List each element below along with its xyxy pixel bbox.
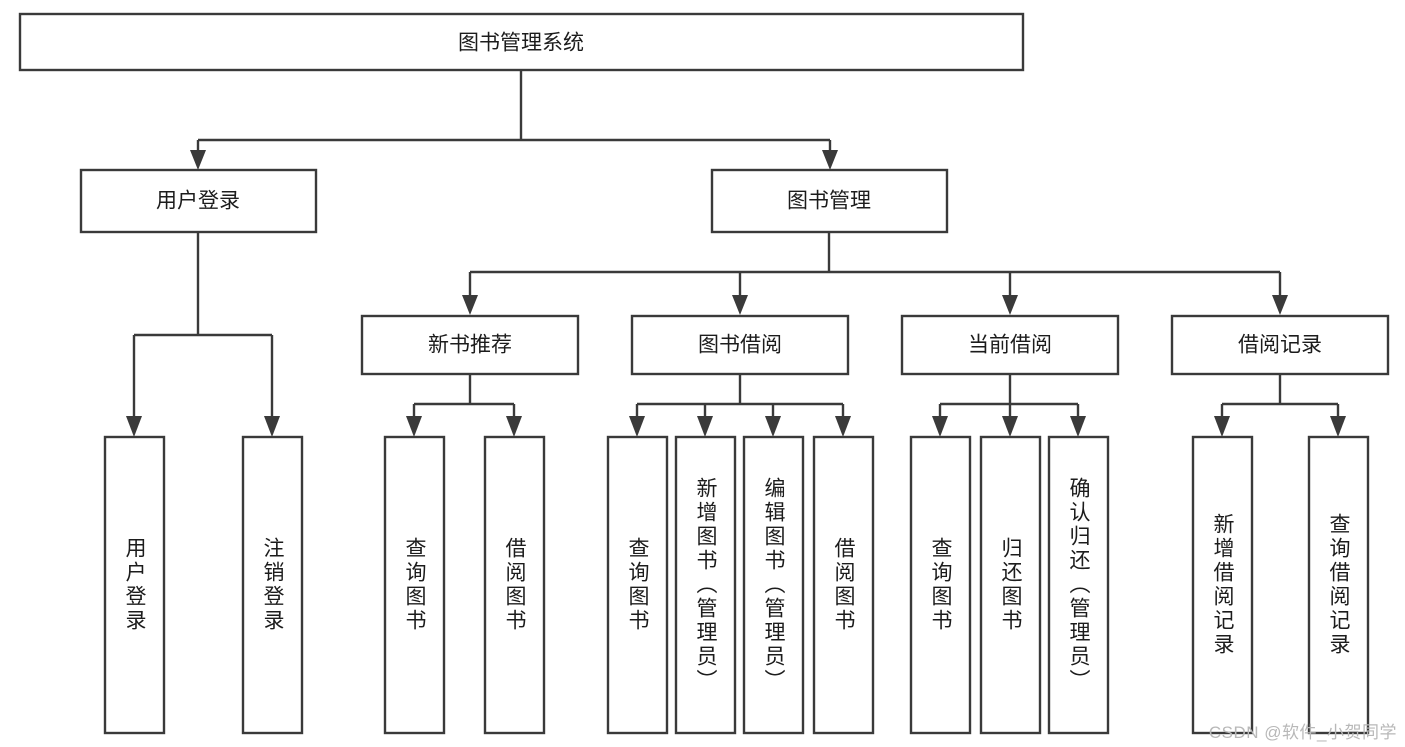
node-book-borrow[interactable]: 图书借阅 [630, 314, 850, 376]
connector-book-mgmt-to-level3 [462, 232, 1288, 315]
node-root-label: 图书管理系统 [458, 32, 584, 55]
node-borrow-record-label: 借阅记录 [1238, 334, 1322, 357]
node-book-management-label: 图书管理 [787, 190, 871, 213]
arrow-head-icon [1272, 295, 1288, 315]
node-new-book-recommend-label: 新书推荐 [428, 334, 512, 357]
node-book-management[interactable]: 图书管理 [710, 168, 949, 234]
leaf-node-return-book[interactable] [979, 435, 1042, 735]
leaf-node-query-borrow-record[interactable] [1307, 435, 1370, 735]
leaf-node-borrow-book-1[interactable] [483, 435, 546, 735]
leaf-node-edit-book-admin[interactable] [742, 435, 805, 735]
node-borrow-record[interactable]: 借阅记录 [1170, 314, 1390, 376]
arrow-head-icon [1070, 416, 1086, 437]
connector-book-borrow-to-leaves [629, 374, 851, 437]
arrow-head-icon [1330, 416, 1346, 437]
leaf-node-query-book-3[interactable] [909, 435, 972, 735]
arrow-head-icon [190, 150, 206, 170]
arrow-head-icon [765, 416, 781, 437]
node-current-borrow-label: 当前借阅 [968, 334, 1052, 357]
leaf-node-query-book-2[interactable] [606, 435, 669, 735]
node-user-login-label: 用户登录 [156, 190, 240, 213]
leaf-node-logout[interactable] [241, 435, 304, 735]
leaf-node-add-book-admin[interactable] [674, 435, 737, 735]
node-user-login[interactable]: 用户登录 [79, 168, 318, 234]
arrow-head-icon [126, 416, 142, 437]
leaf-node-borrow-book-2[interactable] [812, 435, 875, 735]
node-root-system[interactable]: 图书管理系统 [18, 12, 1025, 72]
csdn-watermark: CSDN @软件_小贺同学 [1208, 723, 1397, 742]
arrow-head-icon [506, 416, 522, 437]
arrow-head-icon [835, 416, 851, 437]
node-current-borrow[interactable]: 当前借阅 [900, 314, 1120, 376]
node-book-borrow-label: 图书借阅 [698, 334, 782, 357]
arrow-head-icon [406, 416, 422, 437]
arrow-head-icon [264, 416, 280, 437]
arrow-head-icon [462, 295, 478, 315]
connector-borrow-record-to-leaves [1214, 374, 1346, 437]
connector-current-borrow-to-leaves [932, 374, 1086, 437]
node-new-book-recommend[interactable]: 新书推荐 [360, 314, 580, 376]
arrow-head-icon [629, 416, 645, 437]
arrow-head-icon [697, 416, 713, 437]
arrow-head-icon [1002, 295, 1018, 315]
connector-root-to-level2 [190, 70, 838, 170]
arrow-head-icon [822, 150, 838, 170]
arrow-head-icon [1002, 416, 1018, 437]
leaf-node-confirm-return-admin[interactable] [1047, 435, 1110, 735]
connector-user-login-to-leaves [126, 232, 280, 437]
leaf-node-add-borrow-record[interactable] [1191, 435, 1254, 735]
arrow-head-icon [932, 416, 948, 437]
connector-new-books-to-leaves [406, 374, 522, 437]
leaf-node-query-book-1[interactable] [383, 435, 446, 735]
arrow-head-icon [1214, 416, 1230, 437]
leaf-node-user-login[interactable] [103, 435, 166, 735]
arrow-head-icon [732, 295, 748, 315]
